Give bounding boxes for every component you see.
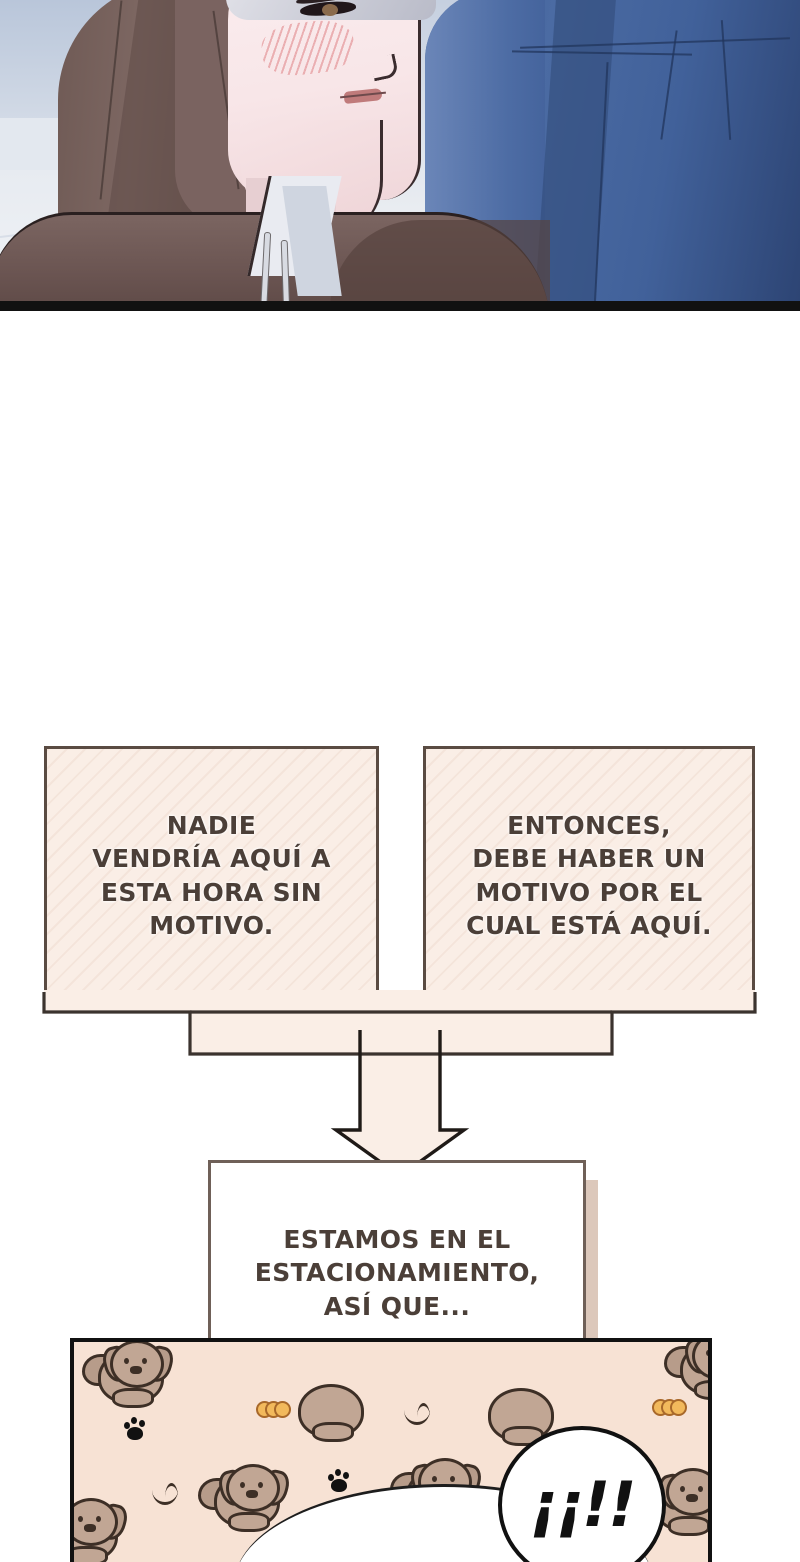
squiggle-decoration	[404, 1403, 430, 1425]
speech-bubble-second: ENTONCES, DEBE HABER UN MOTIVO POR EL CU…	[416, 739, 762, 1012]
puppy-head	[110, 1342, 164, 1388]
puppy-paw	[74, 1546, 108, 1562]
speech-bubble-first-text: NADIE VENDRÍA AQUÍ A ESTA HORA SIN MOTIV…	[92, 810, 331, 941]
puppy-icon	[82, 1342, 176, 1408]
puppy-eyes	[680, 1486, 704, 1492]
paw-toe	[124, 1422, 130, 1429]
character-iris	[322, 4, 338, 16]
treat-part	[670, 1399, 687, 1416]
puppy-icon	[198, 1460, 292, 1532]
puppy-eyes	[432, 1476, 456, 1482]
panel-top-border	[0, 301, 800, 306]
speech-bubble-third-text: ESTAMOS EN EL ESTACIONAMIENTO, ASÍ QUE..…	[254, 1224, 540, 1321]
puppy-eyes	[124, 1358, 148, 1364]
speech-bubble-first: NADIE VENDRÍA AQUÍ A ESTA HORA SIN MOTIV…	[37, 739, 386, 1012]
dog-treat-icon	[652, 1398, 687, 1416]
paw-toe	[328, 1474, 334, 1481]
exclamation-bubble: ¡¡!!	[498, 1426, 666, 1562]
puppy-icon	[664, 1342, 708, 1400]
puppy-snout	[130, 1366, 142, 1374]
puppy-icon	[474, 1374, 560, 1446]
paw-toe	[343, 1472, 349, 1479]
puppy-head	[666, 1468, 708, 1516]
dog-treat-icon	[256, 1400, 291, 1418]
paw-print-icon	[122, 1416, 148, 1442]
puppy-head	[226, 1464, 280, 1512]
panel-top-artwork	[0, 0, 800, 311]
puppy-icon	[74, 1494, 130, 1562]
speech-bubble-second-text: ENTONCES, DEBE HABER UN MOTIVO POR EL CU…	[466, 810, 712, 941]
puppy-paw	[312, 1422, 354, 1442]
puppy-snout	[686, 1494, 698, 1502]
paw-toe	[131, 1417, 137, 1424]
paw-toe	[335, 1469, 341, 1476]
paw-pad	[331, 1479, 347, 1492]
puppy-paw	[228, 1512, 270, 1532]
puppy-snout	[246, 1490, 258, 1498]
puppy-eyes	[706, 1350, 708, 1356]
exclamation-bubble-text: ¡¡!!	[529, 1468, 636, 1541]
treat-part	[274, 1401, 291, 1418]
puppy-paw	[112, 1388, 154, 1408]
puppy-paw	[668, 1516, 708, 1536]
paw-pad	[127, 1427, 143, 1440]
puppy-eyes	[78, 1516, 102, 1522]
puppy-eyes	[240, 1482, 264, 1488]
panel-bottom-puppy-pattern: ¡¡!!	[70, 1338, 712, 1562]
puppy-head	[74, 1498, 118, 1546]
puppy-paw	[694, 1380, 708, 1400]
puppy-icon	[284, 1370, 370, 1442]
paw-toe	[139, 1420, 145, 1427]
paw-print-icon	[326, 1468, 352, 1494]
bubble-tail-arrow	[37, 990, 762, 1175]
squiggle-decoration	[152, 1483, 178, 1505]
puppy-snout	[84, 1524, 96, 1532]
